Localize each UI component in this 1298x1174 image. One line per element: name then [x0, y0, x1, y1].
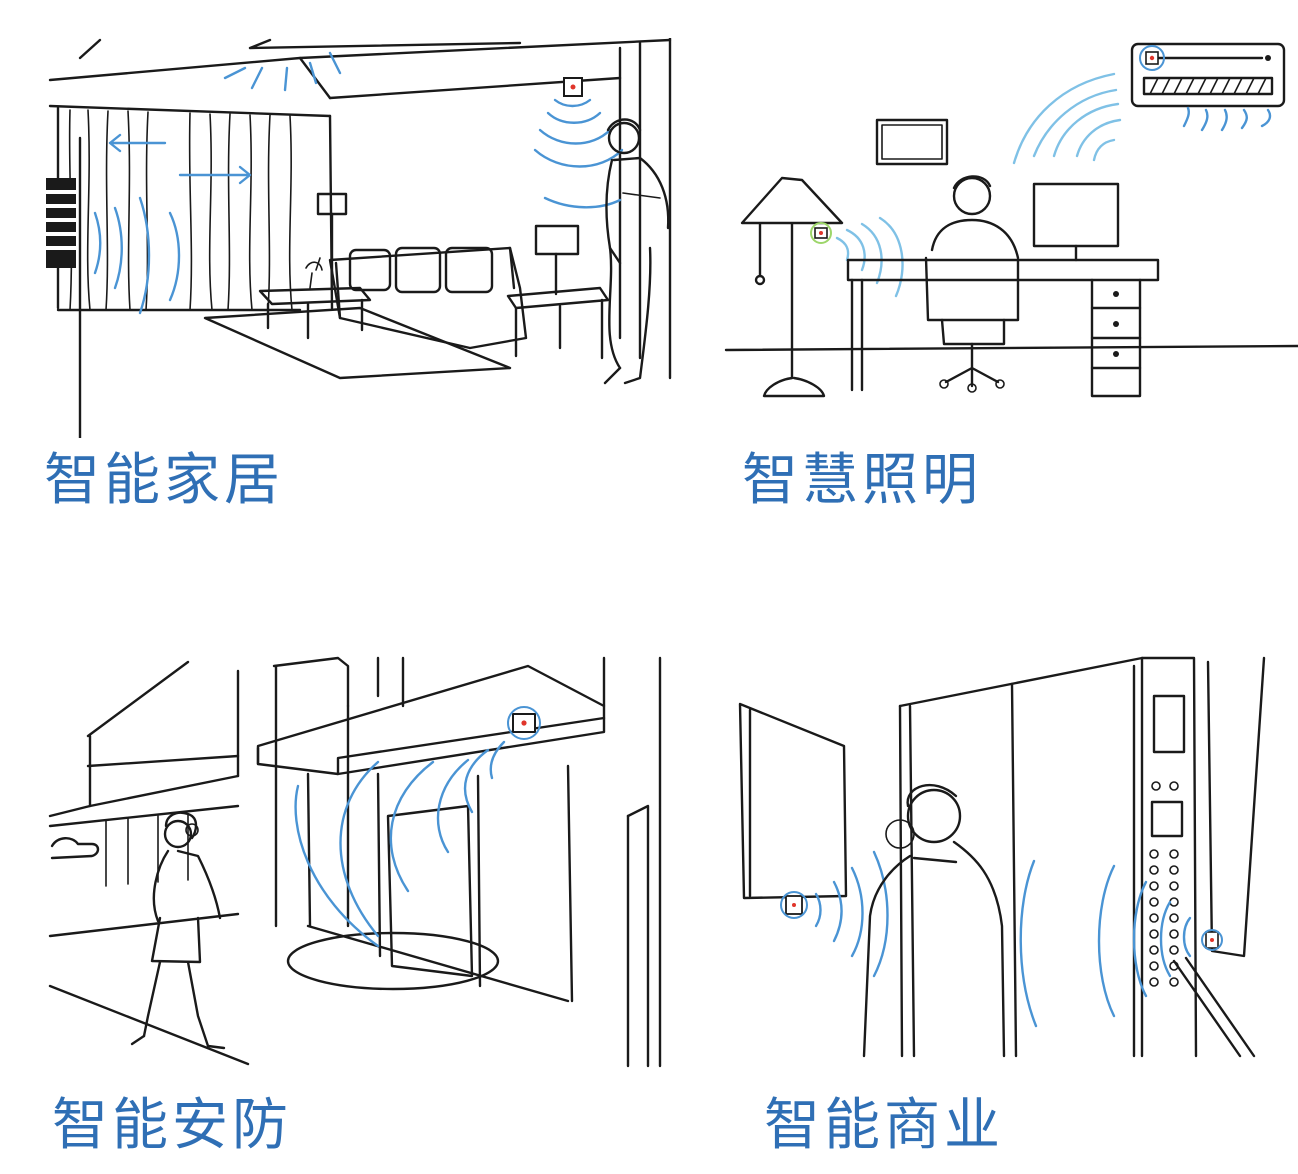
caption-smart-lighting: 智慧照明: [742, 448, 982, 513]
button-panel: [1149, 781, 1179, 987]
smart-security-illustration: [48, 656, 668, 1071]
walking-man: [603, 118, 670, 385]
caption-smart-security: 智能安防: [52, 1093, 292, 1158]
ceiling-light-rays: [223, 51, 342, 92]
air-conditioner: [1130, 42, 1286, 108]
seated-person: [924, 175, 1020, 393]
smart-lighting-illustration: [722, 38, 1298, 438]
sensor-icon: [507, 706, 541, 740]
sensor-icon: [810, 222, 832, 244]
caption-smart-commerce: 智能商业: [764, 1093, 1004, 1158]
caption-smart-home: 智能家居: [44, 448, 284, 513]
sensor-icon: [1201, 929, 1223, 951]
smart-home-illustration: [40, 38, 680, 438]
walking-woman: [130, 811, 226, 1050]
sensor-icon: [563, 77, 583, 97]
woman-back-view: [862, 783, 1006, 1058]
smart-commerce-illustration: [734, 656, 1274, 1061]
sensor-icon: [780, 891, 808, 919]
